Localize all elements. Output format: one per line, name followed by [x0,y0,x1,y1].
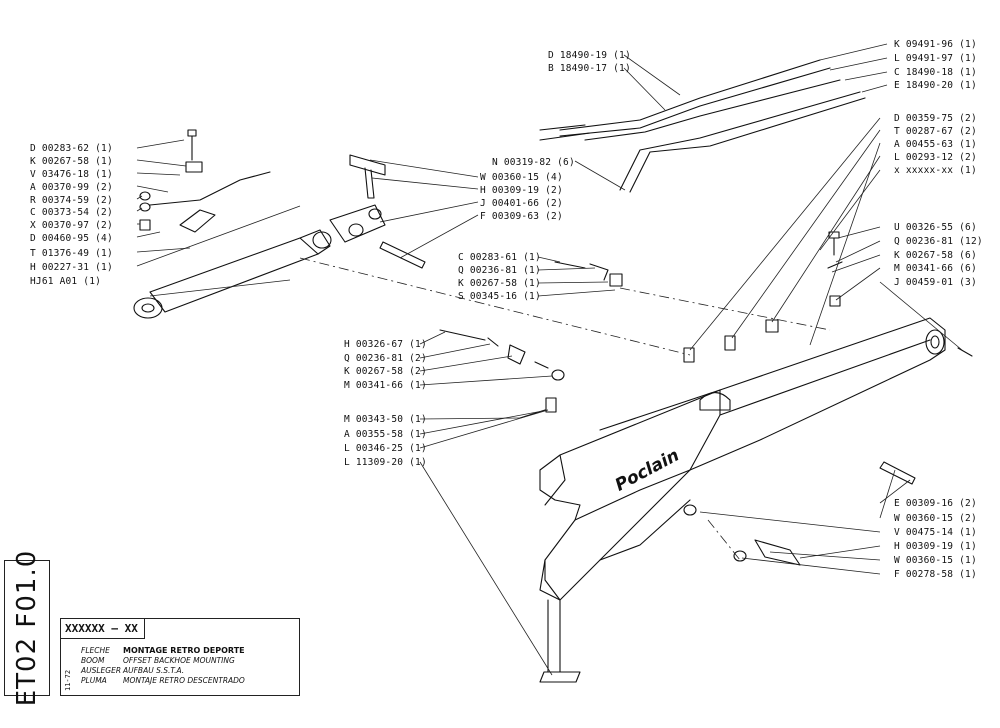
part-label: M 00343-50 (1) [344,414,427,425]
revision-date: 11-72 [64,669,72,691]
part-label: X 00370-97 (2) [30,220,113,231]
part-label: Q 00236-81 (1) [458,265,541,276]
part-label: J 00401-66 (2) [480,198,563,209]
part-label: D 00359-75 (2) [894,113,977,124]
part-label: Q 00236-81 (2) [344,353,427,364]
part-label: J 00459-01 (3) [894,277,977,288]
support-leg [547,599,561,673]
part-label: C 00283-61 (1) [458,252,541,263]
part-label: K 00267-58 (2) [344,366,427,377]
part-label: K 00267-58 (1) [458,278,541,289]
part-label: M 00341-66 (1) [344,380,427,391]
part-label: H 00326-67 (1) [344,339,427,350]
title-row-en: BOOM OFFSET BACKHOE MOUNTING [81,656,235,665]
part-label: L 11309-20 (1) [344,457,427,468]
language-label: PLUMA [81,676,107,685]
part-label: S 00345-16 (1) [458,291,541,302]
title-block: XXXXXX – XX 11-72 FLECHE MONTAGE RETRO DE… [60,618,300,696]
title-text: MONTAJE RETRO DESCENTRADO [123,676,245,685]
part-label: V 00475-14 (1) [894,527,977,538]
part-label: E 00309-16 (2) [894,498,977,509]
part-label: U 00326-55 (6) [894,222,977,233]
title-row-fr: FLECHE MONTAGE RETRO DEPORTE [81,646,245,655]
title-text: MONTAGE RETRO DEPORTE [123,646,245,655]
part-label: K 00267-58 (6) [894,250,977,261]
part-label: A 00455-63 (1) [894,139,977,150]
title-text: AUFBAU S.S.T.A. [123,666,185,675]
part-label: Q 00236-81 (12) [894,236,983,247]
part-label: A 00370-99 (2) [30,182,113,193]
part-label: R 00374-59 (2) [30,195,113,206]
part-label: H 00309-19 (2) [480,185,563,196]
part-label: L 09491-97 (1) [894,53,977,64]
part-label: A 00355-58 (1) [344,429,427,440]
part-label: D 18490-19 (1) [548,50,631,61]
language-label: BOOM [81,656,105,665]
part-label: W 00360-15 (2) [894,513,977,524]
part-label: N 00319-82 (6) [492,157,575,168]
part-label: W 00360-15 (4) [480,172,563,183]
part-label: L 00293-12 (2) [894,152,977,163]
part-label: L 00346-25 (1) [344,443,427,454]
part-label: D 00460-95 (4) [30,233,113,244]
part-label: B 18490-17 (1) [548,63,631,74]
part-label: E 18490-20 (1) [894,80,977,91]
language-label: FLECHE [81,646,110,655]
title-text: OFFSET BACKHOE MOUNTING [123,656,235,665]
title-row-es: PLUMA MONTAJE RETRO DESCENTRADO [81,676,245,685]
drawing-number-box: ET02 F01.0 [4,550,50,706]
part-label: T 00287-67 (2) [894,126,977,137]
part-label: T 01376-49 (1) [30,248,113,259]
part-label: H 00227-31 (1) [30,262,113,273]
drawing-number: ET02 F01.0 [12,549,42,707]
part-label: x xxxxx-xx (1) [894,165,977,176]
boom-body [539,317,946,601]
part-label: F 00309-63 (2) [480,211,563,222]
part-label: K 09491-96 (1) [894,39,977,50]
part-label: F 00278-58 (1) [894,569,977,580]
part-label: D 00283-62 (1) [30,143,113,154]
part-label: K 00267-58 (1) [30,156,113,167]
part-label: HJ61 A01 (1) [30,276,102,287]
part-label: V 03476-18 (1) [30,169,113,180]
part-label: H 00309-19 (1) [894,541,977,552]
part-label: C 00373-54 (2) [30,207,113,218]
reference-code: XXXXXX – XX [61,619,145,639]
part-label: M 00341-66 (6) [894,263,977,274]
part-label: W 00360-15 (1) [894,555,977,566]
part-label: C 18490-18 (1) [894,67,977,78]
language-label: AUSLEGER [81,666,122,675]
